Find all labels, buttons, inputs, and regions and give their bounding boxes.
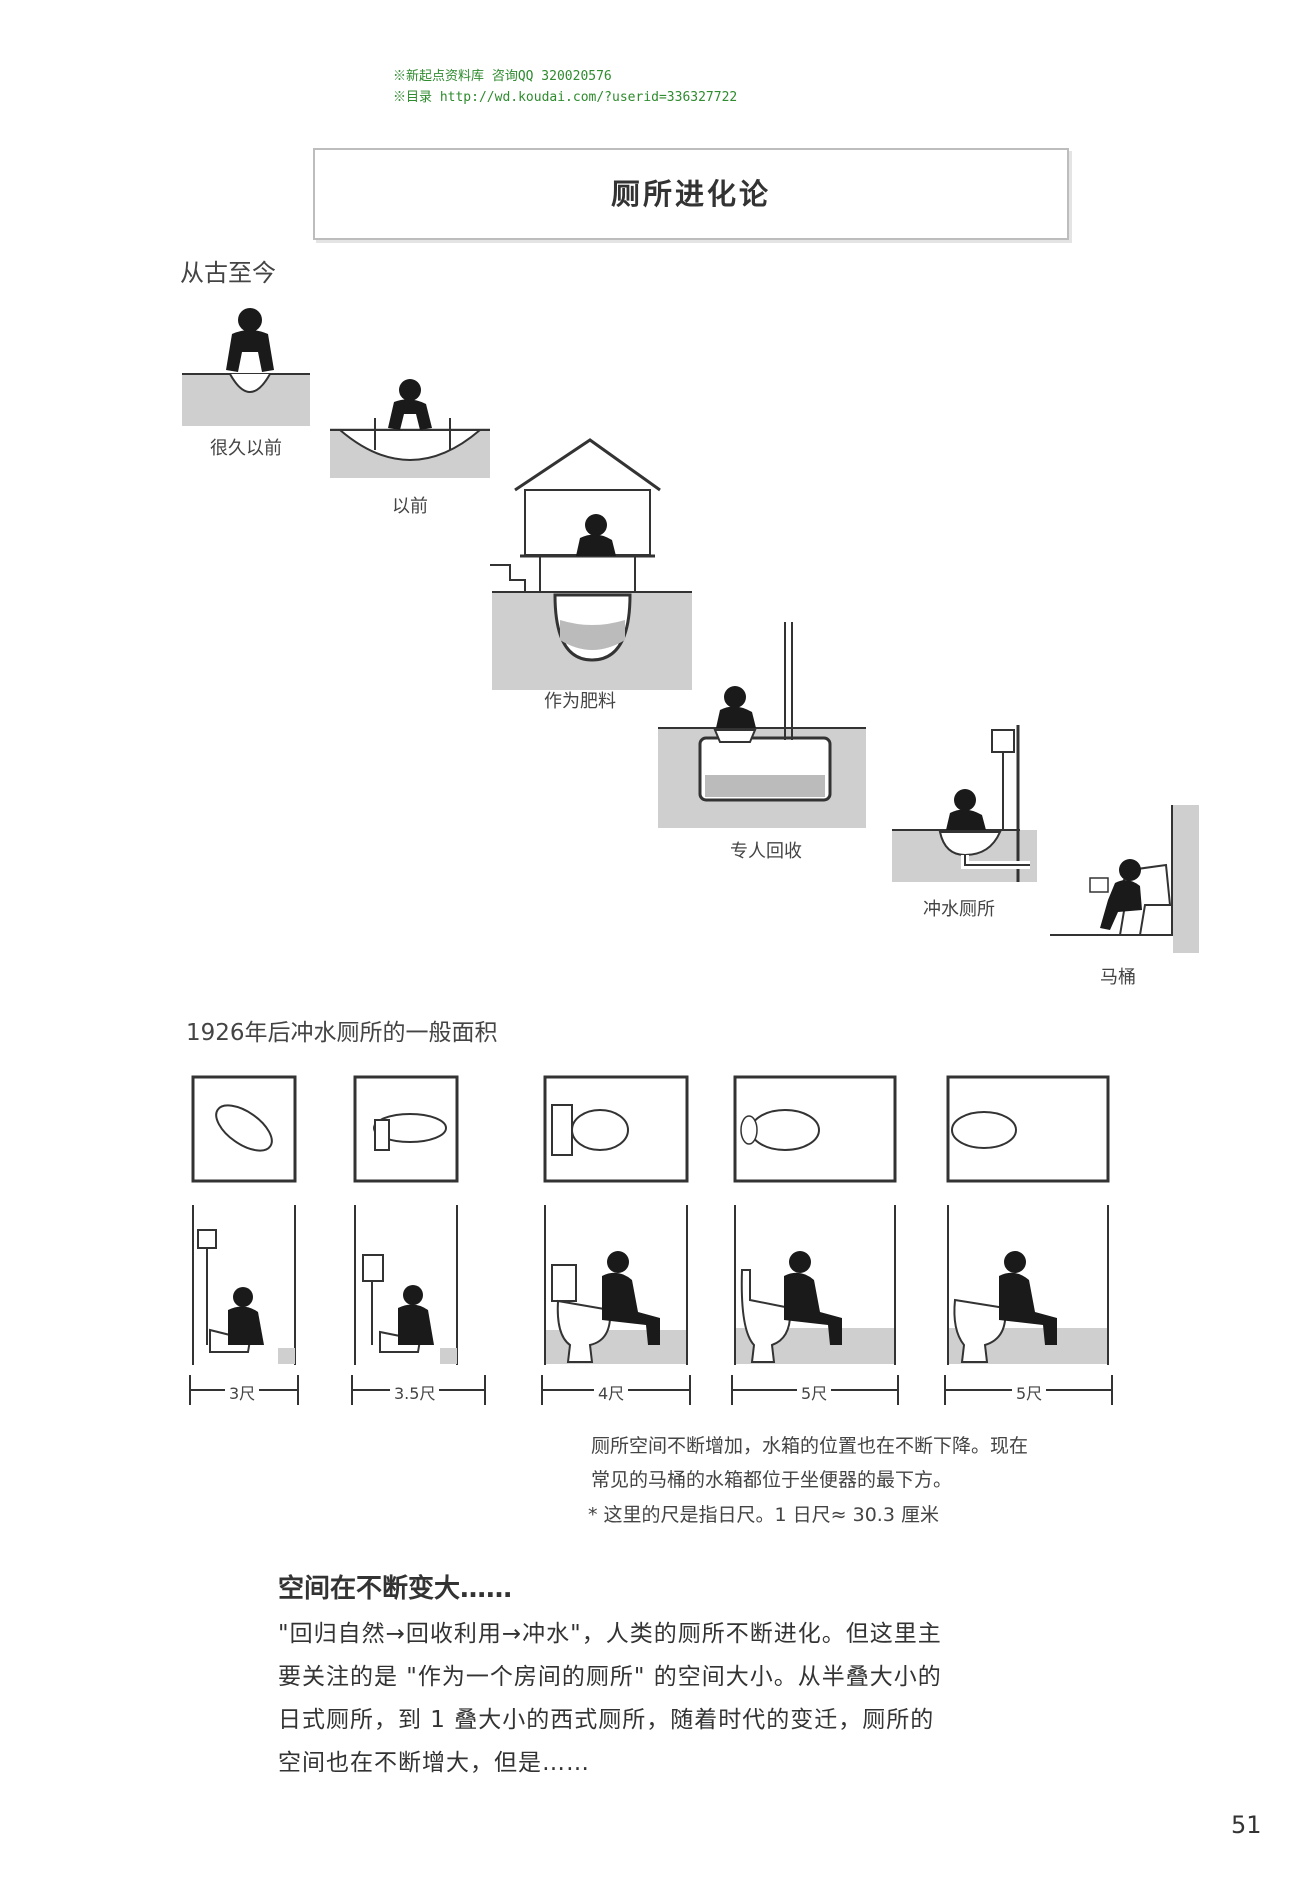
page-number: 51	[1231, 1811, 1262, 1839]
caption-flush-toilet: 冲水厕所	[923, 899, 995, 920]
section-5	[947, 1205, 1109, 1365]
width-label-3: 4尺	[594, 1380, 629, 1404]
caption-before: 以前	[392, 496, 428, 517]
caption-toilet: 马桶	[1100, 967, 1136, 988]
section-heading-history: 从古至今	[180, 259, 276, 287]
paragraph-line-3: 日式厕所，到 1 叠大小的西式厕所，随着时代的变迁，厕所的	[278, 1707, 935, 1733]
caption-fertilizer: 作为肥料	[544, 691, 616, 712]
section-1	[192, 1205, 296, 1365]
page-title: 厕所进化论	[610, 177, 771, 211]
paragraph-line-4: 空间也在不断增大，但是……	[278, 1750, 590, 1776]
width-label-1: 3尺	[225, 1380, 260, 1404]
paragraph-line-2: 要关注的是 "作为一个房间的厕所" 的空间大小。从半叠大小的	[278, 1664, 942, 1690]
watermark-line-2: ※目录 http://wd.koudai.com/?userid=3363277…	[393, 90, 738, 105]
note-line-2: 常见的马桶的水箱都位于坐便器的最下方。	[591, 1469, 953, 1491]
width-label-5: 5尺	[1012, 1380, 1047, 1404]
section-heading-space: 空间在不断变大……	[278, 1574, 513, 1604]
width-label-4: 5尺	[797, 1380, 832, 1404]
caption-collection: 专人回收	[730, 841, 802, 862]
section-4	[734, 1205, 896, 1365]
caption-very-long-ago: 很久以前	[210, 438, 282, 459]
stage-collection-figure	[658, 622, 866, 828]
section-2	[354, 1205, 458, 1365]
section-3	[544, 1205, 688, 1365]
note-line-3: * 这里的尺是指日尺。1 日尺≈ 30.3 厘米	[588, 1504, 939, 1526]
title-box: 厕所进化论	[313, 148, 1069, 240]
stage-toilet-figure	[1050, 805, 1199, 953]
stage-flush-figure	[892, 725, 1037, 882]
section-heading-area: 1926年后冲水厕所的一般面积	[186, 1020, 498, 1046]
stage-before-figure	[330, 379, 490, 478]
dimension-lines	[189, 1375, 1113, 1405]
watermark-line-1: ※新起点资料库 咨询QQ 320020576	[393, 69, 612, 84]
stage-ancient-figure	[182, 308, 310, 426]
width-label-2: 3.5尺	[390, 1380, 440, 1404]
paragraph-line-1: "回归自然→回收利用→冲水"，人类的厕所不断进化。但这里主	[278, 1621, 942, 1647]
toilet-plans-row	[189, 1075, 1113, 1405]
stage-fertilizer-figure	[490, 438, 692, 690]
note-line-1: 厕所空间不断增加，水箱的位置也在不断下降。现在	[591, 1435, 1029, 1457]
